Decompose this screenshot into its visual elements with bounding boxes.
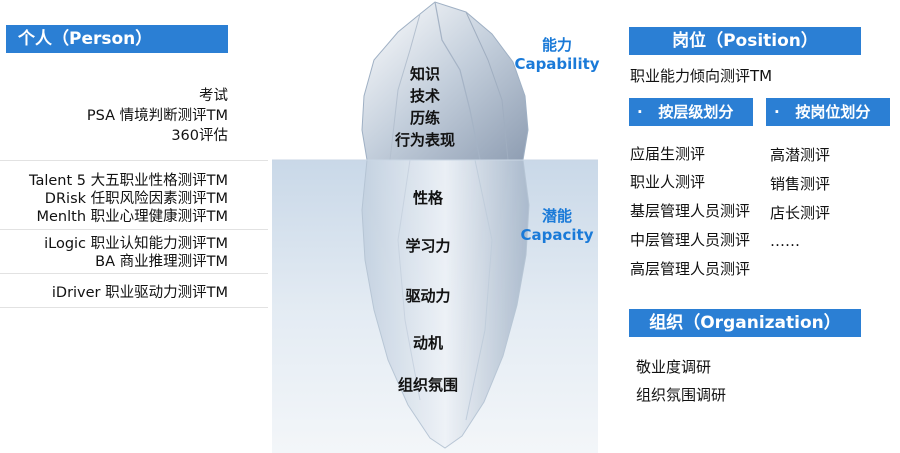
iceberg-label-experience: 历练 bbox=[409, 109, 440, 127]
level-item: 基层管理人员测评 bbox=[630, 202, 751, 220]
post-item: 高潜测评 bbox=[770, 146, 831, 164]
level-item: 应届生测评 bbox=[630, 145, 706, 163]
iceberg-label-motivation: 动机 bbox=[412, 334, 443, 352]
level-item: 中层管理人员测评 bbox=[630, 231, 751, 249]
position-header: 岗位（Position） bbox=[629, 27, 861, 55]
capacity-en: Capacity bbox=[520, 226, 594, 244]
person-item-ilogic: iLogic 职业认知能力测评TM bbox=[44, 236, 228, 252]
organization-header: 组织（Organization） bbox=[629, 309, 861, 337]
by-post-label: 按岗位划分 bbox=[795, 103, 871, 121]
divider bbox=[0, 160, 268, 161]
position-aptitude-test: 职业能力倾向测评TM bbox=[630, 67, 773, 85]
capability-en: Capability bbox=[514, 55, 600, 73]
post-item: 店长测评 bbox=[770, 204, 831, 222]
level-item: 职业人测评 bbox=[630, 173, 706, 191]
person-item-idriver: iDriver 职业驱动力测评TM bbox=[51, 285, 228, 301]
org-item-climate: 组织氛围调研 bbox=[636, 386, 727, 404]
by-level-label: 按层级划分 bbox=[658, 103, 734, 121]
by-post-header: · 按岗位划分 bbox=[766, 98, 890, 126]
by-level-header: · 按层级划分 bbox=[629, 98, 753, 126]
person-item-ba: BA 商业推理测评TM bbox=[95, 254, 228, 270]
level-item: 高层管理人员测评 bbox=[630, 260, 751, 278]
divider bbox=[0, 229, 268, 230]
iceberg-label-personality: 性格 bbox=[412, 189, 443, 207]
capability-cn: 能力 bbox=[541, 36, 572, 54]
person-item-drisk: DRisk 任职风险因素测评TM bbox=[44, 191, 228, 207]
post-item: …… bbox=[770, 232, 800, 250]
person-item-menlth: Menlth 职业心理健康测评TM bbox=[36, 209, 228, 225]
iceberg-label-knowledge: 知识 bbox=[409, 65, 440, 83]
divider bbox=[0, 307, 268, 308]
person-item-360: 360评估 bbox=[171, 128, 228, 144]
capacity-cn: 潜能 bbox=[541, 207, 572, 225]
person-item-psa: PSA 情境判断测评TM bbox=[86, 108, 228, 124]
bullet: · bbox=[774, 103, 780, 121]
org-item-engagement: 敬业度调研 bbox=[636, 358, 712, 376]
iceberg-label-drive: 驱动力 bbox=[405, 287, 451, 305]
person-item-talent5: Talent 5 大五职业性格测评TM bbox=[29, 173, 228, 189]
capacity-label: 潜能 Capacity bbox=[508, 207, 606, 245]
iceberg-base bbox=[361, 159, 530, 449]
iceberg-label-learning: 学习力 bbox=[405, 237, 451, 255]
person-item-exam: 考试 bbox=[199, 88, 228, 104]
bullet: · bbox=[637, 103, 643, 121]
capability-label: 能力 Capability bbox=[508, 36, 606, 74]
divider bbox=[0, 273, 268, 274]
iceberg-label-skill: 技术 bbox=[409, 87, 440, 105]
iceberg-label-climate: 组织氛围 bbox=[397, 376, 458, 394]
iceberg-label-behavior: 行为表现 bbox=[394, 131, 455, 149]
person-header: 个人（Person） bbox=[6, 25, 228, 53]
post-item: 销售测评 bbox=[770, 175, 831, 193]
person-test-list: 考试 PSA 情境判断测评TM 360评估 Talent 5 大五职业性格测评T… bbox=[0, 0, 228, 453]
iceberg-illustration bbox=[272, 1, 598, 453]
